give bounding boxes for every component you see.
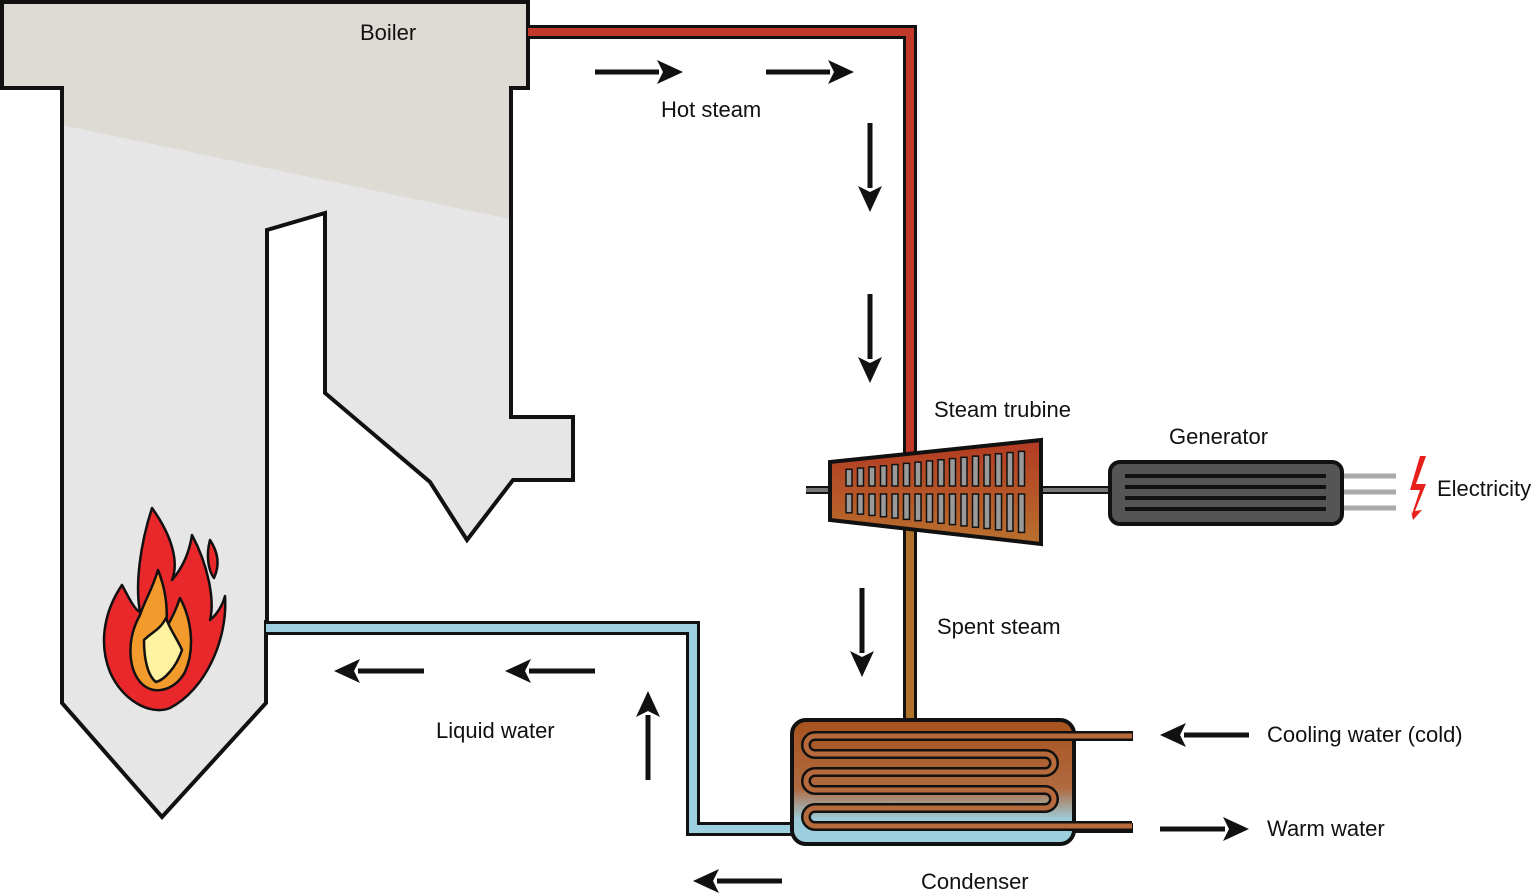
turbine-blade [971,493,980,528]
turbine-blade [845,493,853,514]
turbine-blade [845,468,853,487]
turbine-blade [948,493,957,526]
turbine-blades [845,450,1026,534]
turbine-blade [856,467,865,487]
turbine-blade [1006,451,1014,487]
turbine-blade [925,460,934,487]
hot-steam-label: Hot steam [661,97,761,122]
arrow-icon [334,659,360,683]
boiler [0,0,575,820]
turbine-blade [994,493,1003,531]
turbine-blade [960,456,968,487]
arrow-icon [858,357,882,383]
arrow-icon [1160,723,1186,747]
liquid-water-label: Liquid water [436,718,555,743]
generator-label: Generator [1169,424,1268,449]
flow-arrows [334,60,1249,893]
turbine-blade [856,493,865,515]
arrow-icon [1223,817,1249,841]
turbine-blade [914,461,922,487]
arrow-icon [693,869,719,893]
electricity-label: Electricity [1437,476,1531,501]
turbine-blade [891,493,899,519]
cooling-water-label: Cooling water (cold) [1267,722,1463,747]
boiler-label: Boiler [360,20,416,45]
turbine-blade [1017,450,1026,487]
turbine-blade [1006,493,1014,532]
warm-water-label: Warm water [1267,816,1385,841]
arrow-icon [505,659,531,683]
turbine-blade [925,493,934,523]
turbine-blade [902,493,911,521]
turbine-blade [879,493,888,518]
generator [1108,460,1396,526]
turbine-blade [891,463,899,487]
arrow-icon [858,186,882,212]
steam-turbine-label: Steam trubine [934,397,1071,422]
turbine-blade [937,493,945,525]
turbine-blade [937,458,945,487]
condenser-label: Condenser [921,869,1029,894]
arrow-icon [850,651,874,677]
turbine-blade [868,466,876,487]
turbine-blade [914,493,922,522]
turbine-blade [902,462,911,487]
turbine-blade [879,464,888,487]
steam-turbine [806,437,1115,547]
turbine-blade [1017,493,1026,534]
turbine-blade [948,457,957,487]
arrow-icon [636,691,660,717]
flame-icon [102,506,227,712]
turbine-blade [960,493,968,527]
turbine-blade [994,452,1003,487]
condenser [790,718,1132,846]
arrow-icon [828,60,854,84]
turbine-blade [868,493,876,517]
turbine-blade [983,454,991,487]
arrow-icon [657,60,683,84]
turbine-blade [971,455,980,487]
lightning-bolt-icon [1410,456,1426,520]
spent-steam-label: Spent steam [937,614,1061,639]
turbine-blade [983,493,991,530]
